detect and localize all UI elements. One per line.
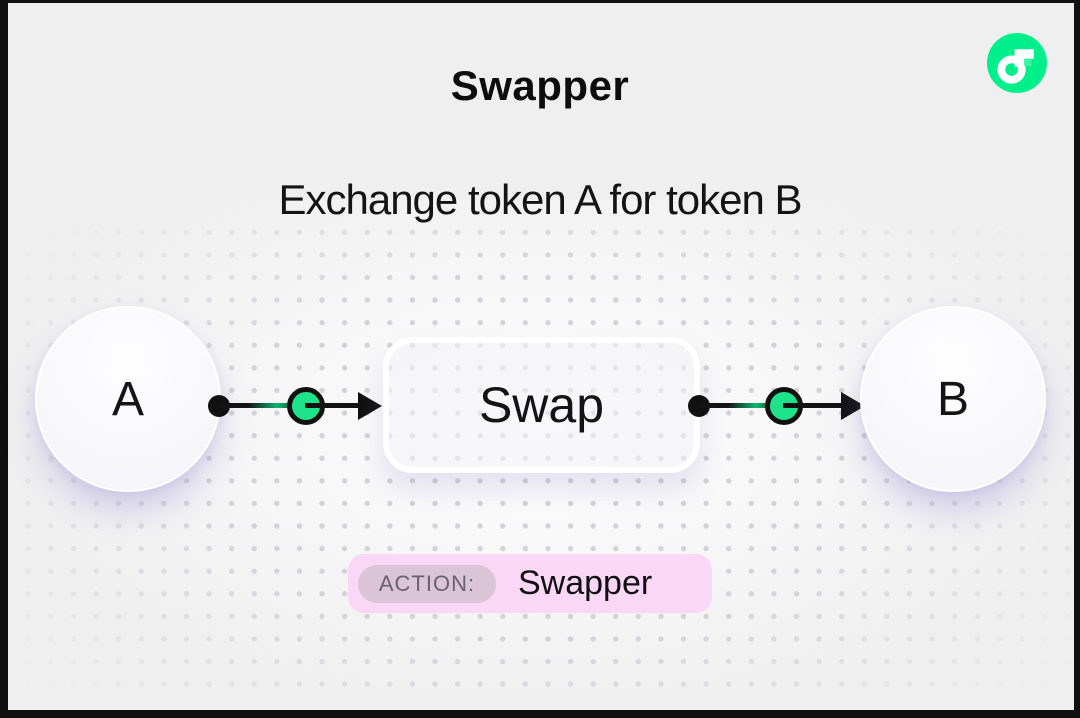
connector2-line-right [783, 403, 841, 408]
node-swap-label: Swap [478, 377, 605, 433]
action-badge-label-pill: ACTION: [358, 564, 496, 603]
action-badge-value: Swapper [518, 564, 653, 602]
action-badge-label: ACTION: [378, 570, 476, 596]
connector1-line-right [305, 403, 360, 408]
node-token-b: B [860, 306, 1046, 492]
action-badge: ACTION: Swapper [348, 554, 712, 613]
flow-logo-svg [987, 33, 1047, 93]
connector1-line-left [219, 403, 305, 408]
node-token-a: A [35, 306, 221, 492]
flow-logo-icon [987, 33, 1047, 93]
connector1-arrowhead-icon [358, 392, 382, 420]
page-subtitle: Exchange token A for token B [278, 176, 802, 223]
page-title: Swapper [450, 62, 630, 109]
node-swap-action: Swap [383, 337, 700, 473]
connector2-line-left [699, 403, 783, 408]
node-token-a-label: A [111, 372, 144, 426]
node-token-b-label: B [936, 372, 969, 426]
